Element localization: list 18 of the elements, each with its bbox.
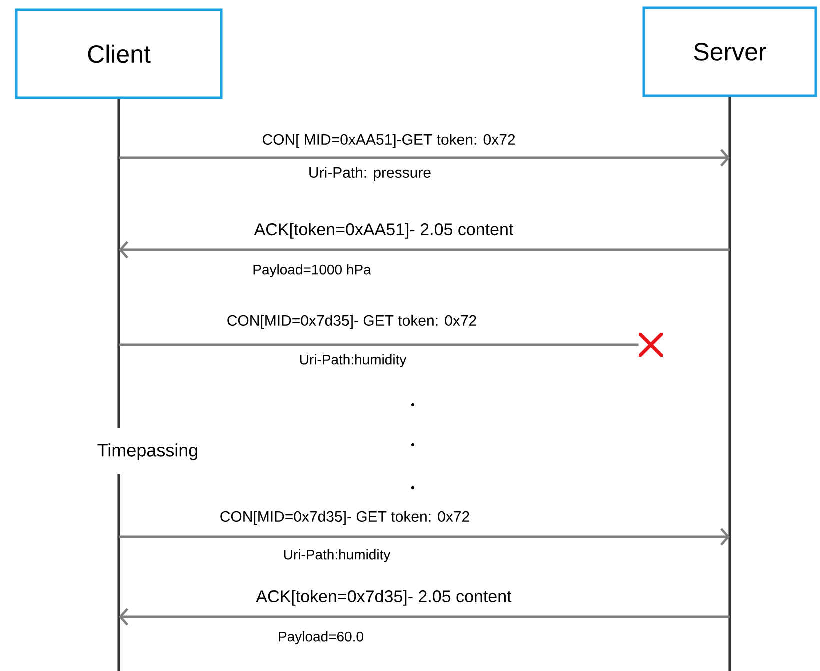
message-arrow bbox=[119, 528, 730, 546]
participant-box: Client bbox=[15, 8, 223, 100]
edge-label: ACK[token=0xAA51]- 2.05 content bbox=[254, 223, 514, 239]
edge-label: CON[MID=0x7d35]- GET token: 0x72 bbox=[220, 511, 470, 525]
message-note: Uri-Path: pressure bbox=[310, 167, 431, 181]
participant-box: Server bbox=[642, 6, 818, 98]
message-arrow bbox=[119, 608, 730, 626]
message-note: Timepassing bbox=[98, 444, 198, 460]
edge-label: CON[MID=0x7d35]- GET token: 0x72 bbox=[228, 315, 476, 329]
message-arrow bbox=[119, 149, 730, 167]
message-note: Uri-Path:humidity bbox=[300, 354, 407, 368]
message-note: Uri-Path:humidity bbox=[284, 549, 391, 563]
edge-label: ACK[token=0x7d35]- 2.05 content bbox=[256, 590, 512, 606]
cross-mark bbox=[639, 333, 663, 357]
message-arrow bbox=[119, 241, 730, 259]
edge-label: CON[ MID=0xAA51]-GET token: 0x72 bbox=[263, 134, 516, 148]
message-note: Payload=1000 hPa bbox=[254, 264, 372, 278]
message-note: Payload=60.0 bbox=[279, 631, 364, 645]
